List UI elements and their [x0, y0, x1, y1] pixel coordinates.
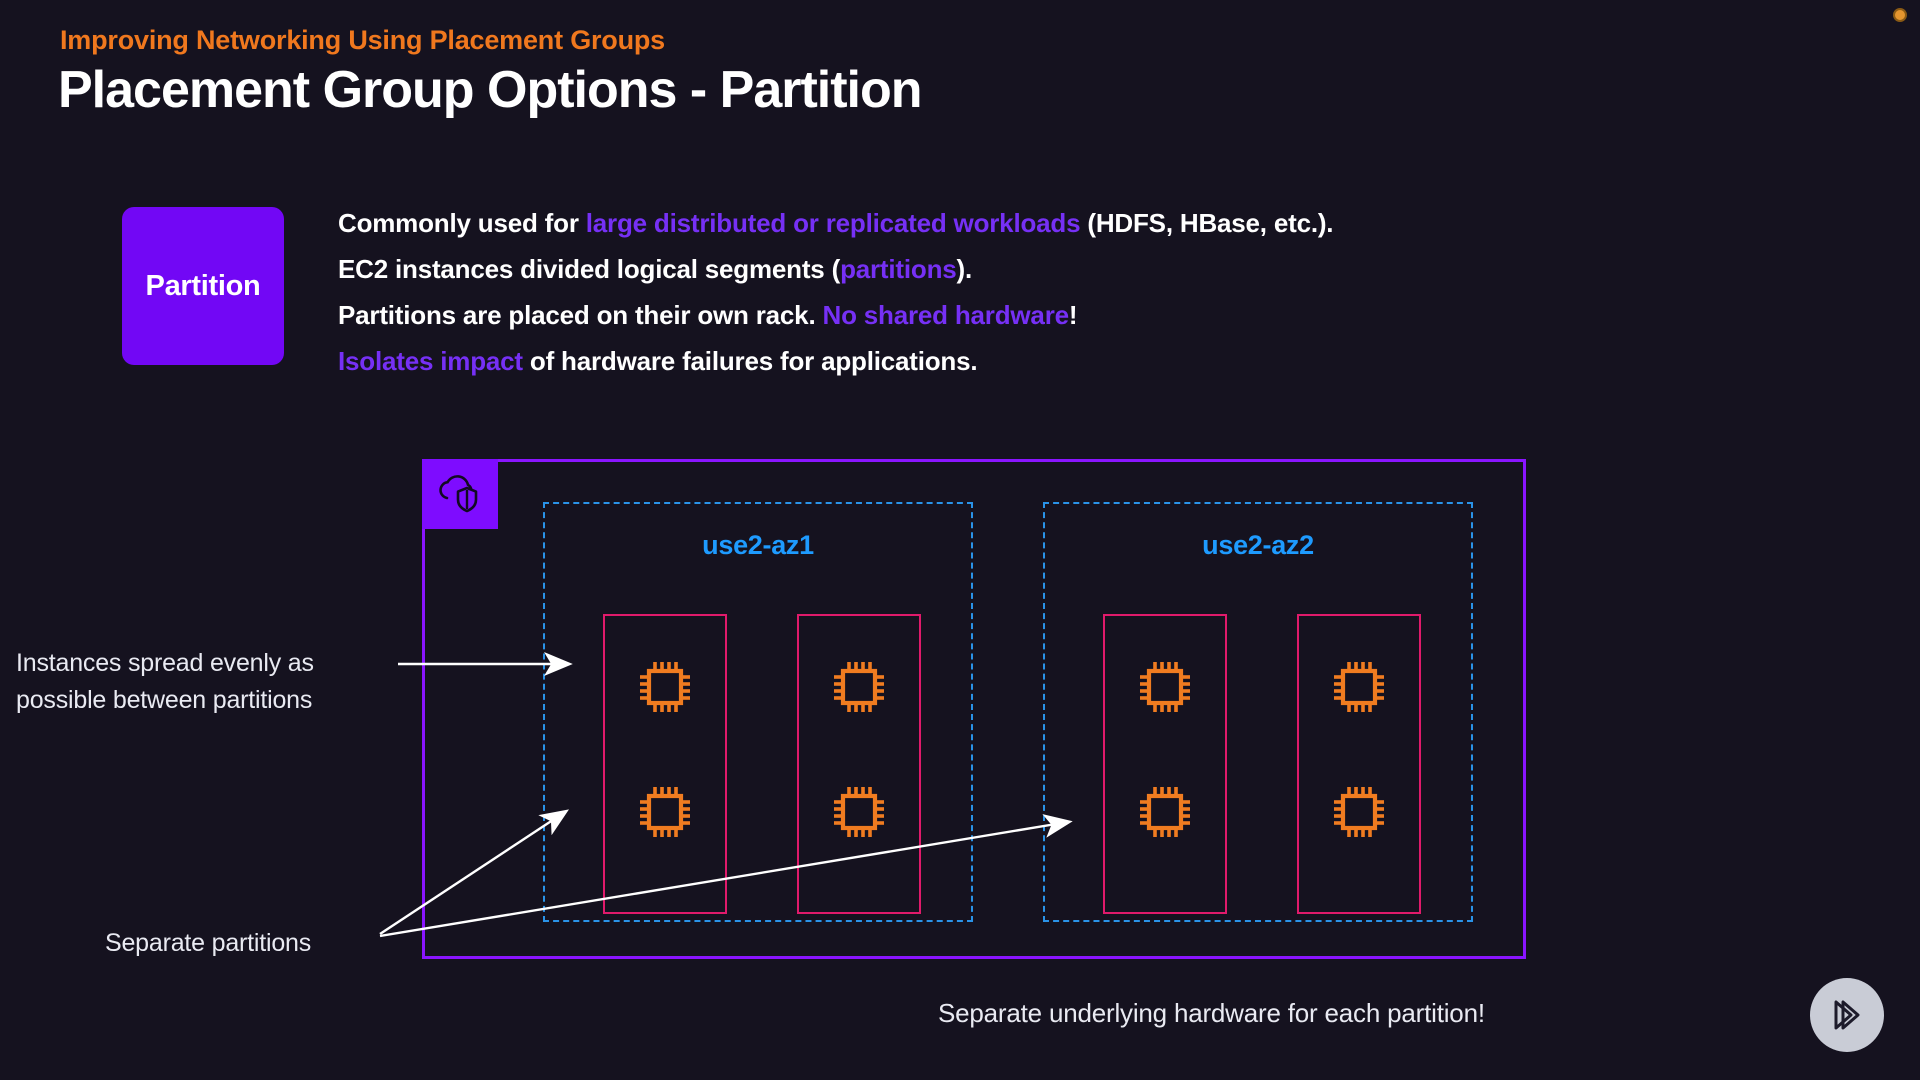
partition-box: [1103, 614, 1227, 914]
bullet-text: Commonly used for: [338, 208, 586, 238]
bullet-line: Isolates impact of hardware failures for…: [338, 338, 1588, 384]
recording-indicator-dot: [1893, 8, 1907, 22]
bullet-text: (HDFS, HBase, etc.).: [1080, 208, 1334, 238]
aws-cloud-shield-icon: [422, 459, 498, 529]
bullet-line: Commonly used for large distributed or r…: [338, 200, 1588, 246]
placement-group-type-badge: Partition: [122, 207, 284, 365]
bullet-text: of hardware failures for applications.: [522, 346, 978, 376]
bullet-highlight: Isolates impact: [338, 346, 523, 376]
ec2-chip-icon: [1134, 656, 1196, 718]
badge-label: Partition: [145, 269, 261, 302]
bullet-highlight: partitions: [840, 254, 957, 284]
availability-zone-use2-az2: use2-az2: [1043, 502, 1473, 922]
partition-box: [1297, 614, 1421, 914]
annotation-separate-partitions: Separate partitions: [105, 929, 312, 957]
az-label: use2-az2: [1202, 530, 1314, 560]
bullet-text: EC2 instances divided logical segments (: [338, 254, 841, 284]
ec2-chip-icon: [828, 656, 890, 718]
bullet-line: Partitions are placed on their own rack.…: [338, 292, 1588, 338]
ec2-chip-icon: [1134, 781, 1196, 843]
az-label: use2-az1: [702, 530, 814, 560]
ec2-chip-icon: [828, 781, 890, 843]
ec2-chip-icon: [1328, 656, 1390, 718]
annotation-spread: Instances spread evenly as possible betw…: [16, 645, 406, 719]
slide-caption: Separate underlying hardware for each pa…: [938, 998, 1485, 1028]
annotation-spread-line-1: Instances spread evenly as: [16, 649, 314, 677]
bullet-list: Commonly used for large distributed or r…: [338, 200, 1588, 384]
partition-box: [797, 614, 921, 914]
availability-zone-use2-az1: use2-az1: [543, 502, 973, 922]
ec2-chip-icon: [634, 656, 696, 718]
partition-box: [603, 614, 727, 914]
ec2-chip-icon: [1328, 781, 1390, 843]
bullet-highlight: No shared hardware: [822, 300, 1070, 330]
bullet-text: Partitions are placed on their own rack.: [338, 300, 823, 330]
slide-kicker: Improving Networking Using Placement Gro…: [60, 25, 665, 55]
ec2-chip-icon: [634, 781, 696, 843]
bullet-line: EC2 instances divided logical segments (…: [338, 246, 1588, 292]
page-title: Placement Group Options - Partition: [58, 61, 923, 119]
bullet-text: !: [1068, 300, 1078, 330]
annotation-spread-line-2: possible between partitions: [16, 686, 313, 714]
aws-cloud-boundary: use2-az1: [422, 459, 1526, 959]
bullet-text: ).: [956, 254, 973, 284]
bullet-highlight: large distributed or replicated workload…: [585, 208, 1081, 238]
fast-forward-play-icon[interactable]: [1810, 978, 1884, 1052]
